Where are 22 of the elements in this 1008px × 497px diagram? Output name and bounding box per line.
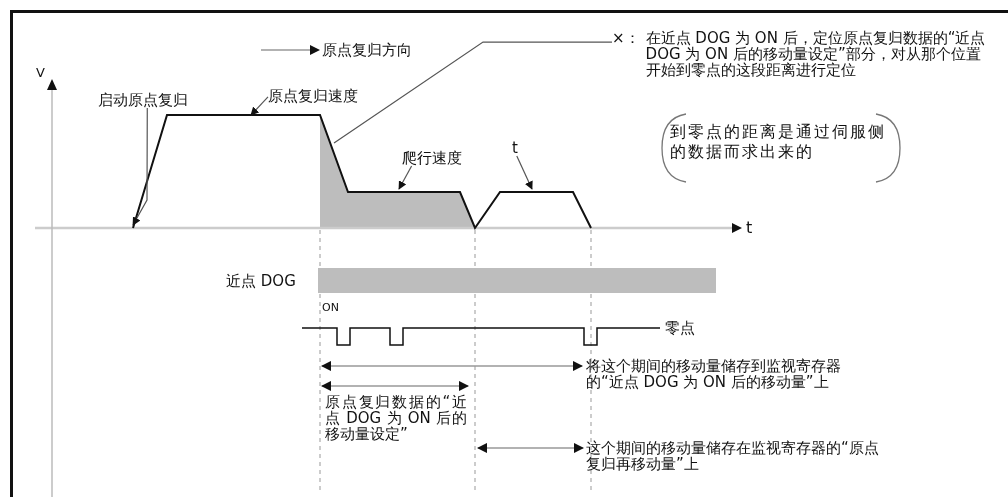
note-text: 到零点的距离是通过伺服侧的数据而求出来的 bbox=[670, 122, 887, 162]
leader-line bbox=[132, 107, 148, 226]
callout-mark: ×： bbox=[612, 30, 640, 46]
label-text: 将这个期间的移动量储存到监视寄存器的“近点 DOG 为 ON 后的移动量”上 bbox=[586, 358, 842, 390]
label-text: ON bbox=[322, 302, 340, 314]
callout-text: 在近点 DOG 为 ON 后，定位原点复归数据的“近点 DOG 为 ON 后的移动量设定”部分，对从那个位置开始到零点的这段距离进行定位 bbox=[645, 30, 987, 78]
label-text: 零点 bbox=[665, 320, 696, 336]
speed-curve bbox=[132, 114, 592, 231]
leader-line bbox=[250, 96, 269, 116]
label-text: 原点复归方向 bbox=[322, 42, 413, 58]
callout-text: 启动原点复归 bbox=[98, 92, 188, 108]
label-text: 近点 DOG bbox=[226, 273, 297, 289]
label-text: V bbox=[36, 66, 46, 80]
label-text: t bbox=[746, 219, 754, 236]
callout-text: t bbox=[512, 140, 518, 156]
leader-line bbox=[398, 165, 413, 190]
leader-line bbox=[516, 155, 533, 190]
label-text: 原点复归数据的“近点 DOG 为 ON 后的移动量设定” bbox=[325, 394, 467, 442]
note-bracket bbox=[658, 110, 904, 186]
callout-text: 原点复归速度 bbox=[268, 88, 358, 104]
leader-line bbox=[333, 41, 613, 144]
label-text: 这个期间的移动量储存在监视寄存器的“原点复归再移动量”上 bbox=[586, 440, 880, 472]
